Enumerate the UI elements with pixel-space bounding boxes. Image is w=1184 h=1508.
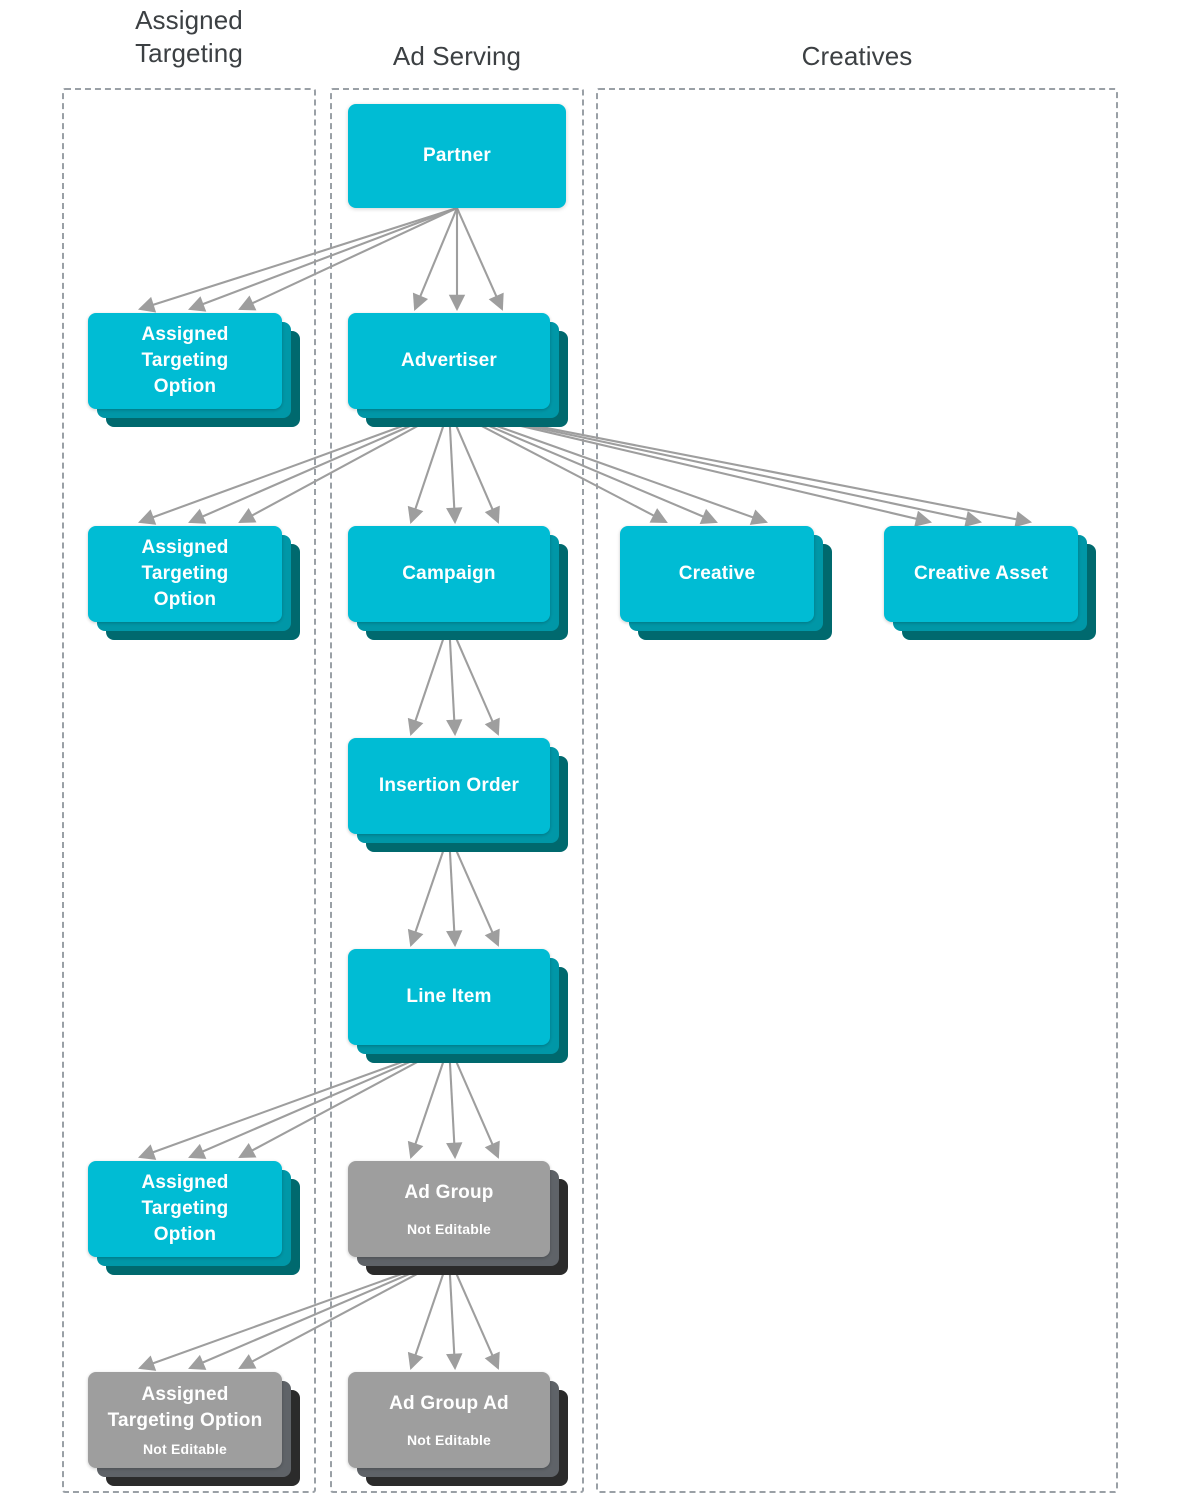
column-title-line-1: Assigned — [135, 5, 243, 35]
node-partner-surface: Partner — [348, 104, 566, 208]
node-ato-ad-group[interactable]: Assigned Targeting Option Not Editable — [88, 1372, 300, 1486]
node-ad-group[interactable]: Ad Group Not Editable — [348, 1161, 568, 1275]
group-creatives — [596, 88, 1118, 1493]
node-insertion-order-label: Insertion Order — [378, 775, 520, 796]
node-ad-group-label: Ad Group — [404, 1182, 494, 1203]
node-ad-group-ad[interactable]: Ad Group Ad Not Editable — [348, 1372, 568, 1486]
node-partner-label: Partner — [423, 145, 491, 166]
group-ad-serving — [330, 88, 584, 1493]
node-ad-group-sublabel: Not Editable — [406, 1221, 492, 1237]
node-ad-group-ad-sublabel: Not Editable — [406, 1432, 492, 1448]
node-advertiser-surface: Advertiser — [348, 313, 550, 409]
node-ato-partner-surface: Assigned Targeting Option — [88, 313, 282, 409]
node-line-item-surface: Line Item — [348, 949, 550, 1045]
node-ato-advertiser-label: Assigned Targeting Option — [141, 537, 229, 610]
column-title-assigned-targeting: Assigned Targeting — [62, 4, 316, 70]
node-ad-group-surface: Ad Group Not Editable — [348, 1161, 550, 1257]
group-assigned-targeting — [62, 88, 316, 1493]
node-ato-line-item-surface: Assigned Targeting Option — [88, 1161, 282, 1257]
node-line-item-label: Line Item — [406, 986, 492, 1007]
node-ato-ad-group-sublabel: Not Editable — [142, 1441, 228, 1457]
node-creative-asset-surface: Creative Asset — [884, 526, 1078, 622]
node-partner[interactable]: Partner — [348, 104, 566, 208]
node-creative-label: Creative — [678, 563, 756, 584]
node-ato-line-item[interactable]: Assigned Targeting Option — [88, 1161, 300, 1275]
node-creative-asset[interactable]: Creative Asset — [884, 526, 1096, 640]
node-campaign-surface: Campaign — [348, 526, 550, 622]
node-ato-partner[interactable]: Assigned Targeting Option — [88, 313, 300, 427]
node-line-item[interactable]: Line Item — [348, 949, 568, 1063]
node-advertiser[interactable]: Advertiser — [348, 313, 568, 427]
column-title-ad-serving: Ad Serving — [392, 41, 522, 71]
node-insertion-order[interactable]: Insertion Order — [348, 738, 568, 852]
node-creative[interactable]: Creative — [620, 526, 832, 640]
node-ato-line-item-label: Assigned Targeting Option — [141, 1172, 229, 1245]
node-ato-advertiser-surface: Assigned Targeting Option — [88, 526, 282, 622]
node-ad-group-ad-label: Ad Group Ad — [389, 1393, 509, 1414]
column-title-creatives: Creatives — [801, 41, 913, 71]
node-campaign-label: Campaign — [402, 563, 496, 584]
node-ato-partner-label: Assigned Targeting Option — [141, 324, 229, 397]
node-ad-group-ad-surface: Ad Group Ad Not Editable — [348, 1372, 550, 1468]
node-ato-advertiser[interactable]: Assigned Targeting Option — [88, 526, 300, 640]
node-campaign[interactable]: Campaign — [348, 526, 568, 640]
node-advertiser-label: Advertiser — [401, 350, 497, 371]
node-creative-surface: Creative — [620, 526, 814, 622]
node-creative-asset-label: Creative Asset — [913, 563, 1049, 584]
node-insertion-order-surface: Insertion Order — [348, 738, 550, 834]
node-ato-ad-group-surface: Assigned Targeting Option Not Editable — [88, 1372, 282, 1468]
column-title-line-2: Targeting — [135, 38, 243, 68]
node-ato-ad-group-label: Assigned Targeting Option — [107, 1384, 263, 1431]
